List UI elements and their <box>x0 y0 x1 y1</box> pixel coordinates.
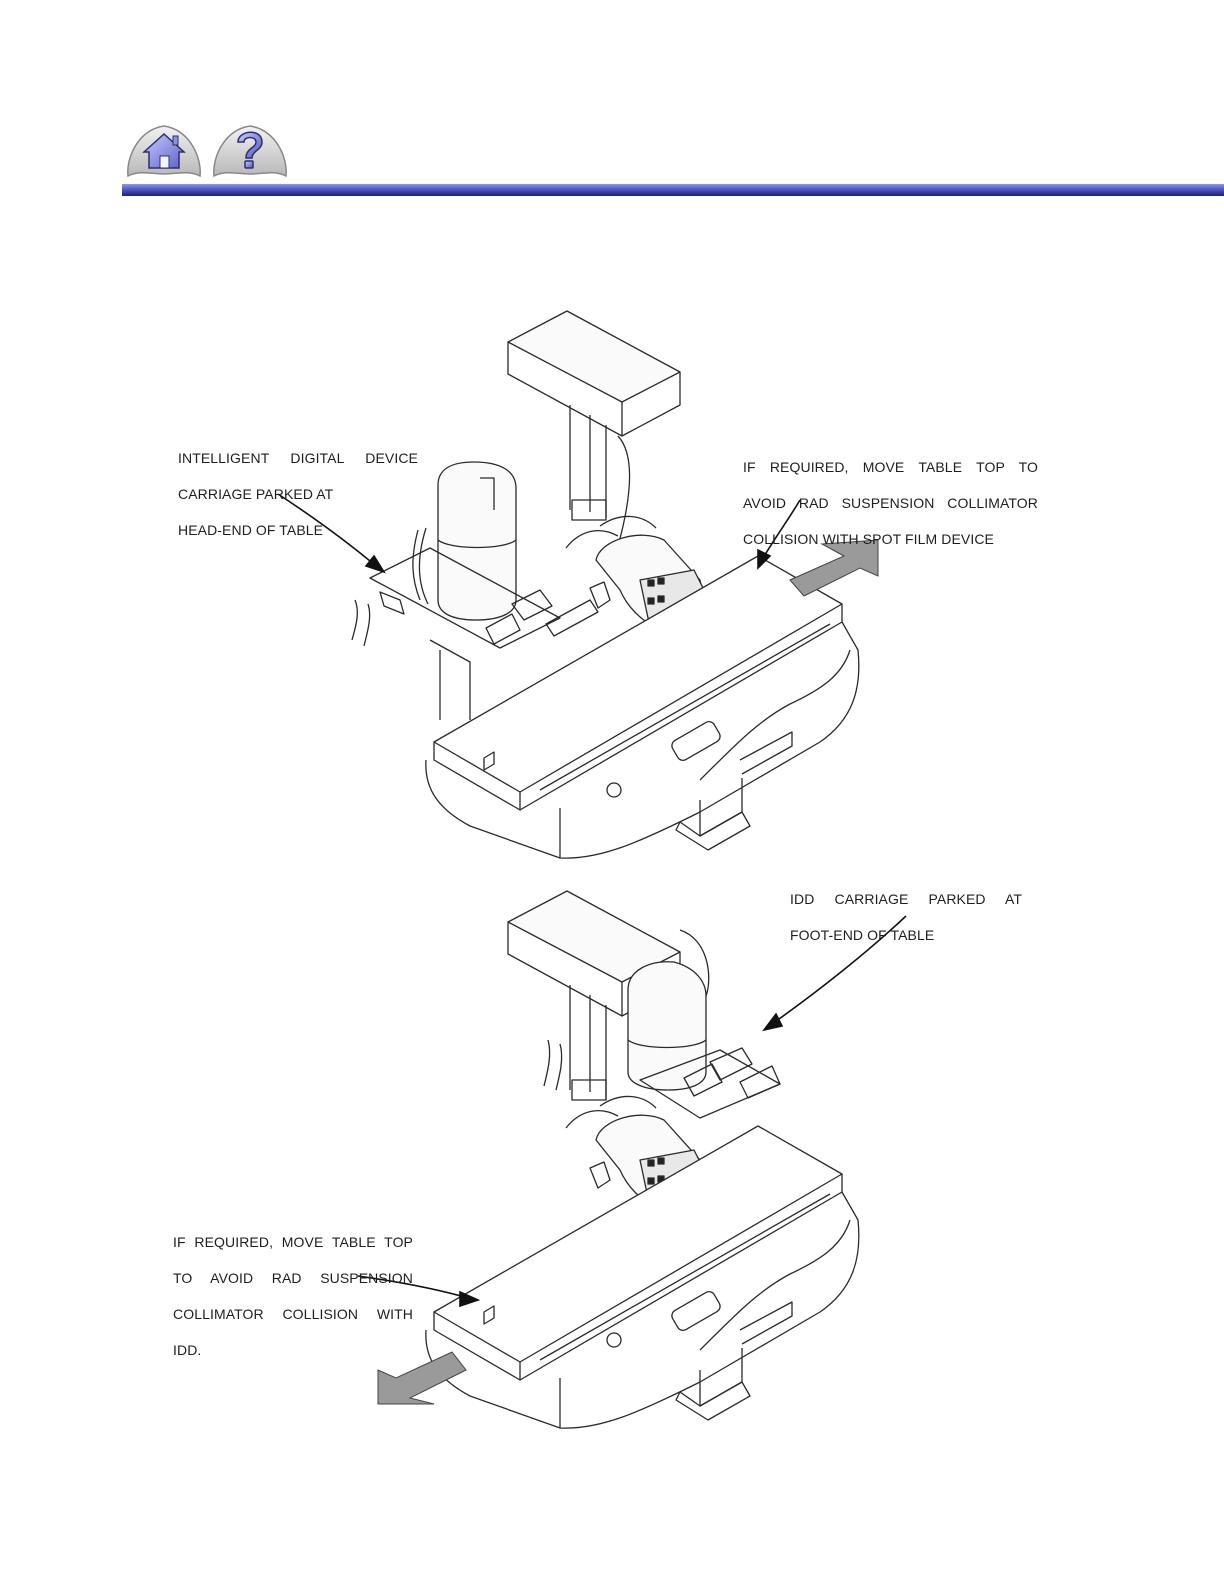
callout-foot-end-carriage: IDD CARRIAGE PARKED AT FOOT-END OF TABLE <box>790 872 1022 962</box>
callout-move-table-idd: IF REQUIRED, MOVE TABLE TOP TO AVOID RAD… <box>173 1215 413 1377</box>
top-assembly <box>351 310 860 859</box>
callout-line: IDD. <box>173 1342 202 1358</box>
callout-line: HEAD-END OF TABLE <box>178 522 324 538</box>
callout-head-end-carriage: INTELLIGENT DIGITAL DEVICE CARRIAGE PARK… <box>178 431 418 557</box>
bottom-assembly <box>425 890 860 1429</box>
arrow-move-table-foot <box>377 1351 467 1405</box>
callout-line: COLLIMATOR COLLISION WITH <box>173 1306 413 1322</box>
callout-line: IF REQUIRED, MOVE TABLE TOP <box>173 1234 413 1250</box>
callout-line: CARRIAGE PARKED AT <box>178 486 334 502</box>
callout-line: IF REQUIRED, MOVE TABLE TOP TO <box>743 459 1038 475</box>
callout-line: IDD CARRIAGE PARKED AT <box>790 891 1022 907</box>
question-mark-icon <box>213 125 287 178</box>
callout-move-table-spot-film: IF REQUIRED, MOVE TABLE TOP TO AVOID RAD… <box>743 440 1038 566</box>
callout-line: COLLISION WITH SPOT FILM DEVICE <box>743 531 994 547</box>
arrow-move-table-head <box>789 539 879 597</box>
callout-line: FOOT-END OF TABLE <box>790 927 935 943</box>
home-button[interactable] <box>124 118 204 180</box>
home-icon <box>127 125 201 178</box>
callout-line: AVOID RAD SUSPENSION COLLIMATOR <box>743 495 1038 511</box>
callout-line: TO AVOID RAD SUSPENSION <box>173 1270 413 1286</box>
callout-line: INTELLIGENT DIGITAL DEVICE <box>178 450 418 466</box>
header-bar <box>122 184 1224 196</box>
help-button[interactable] <box>210 118 290 180</box>
